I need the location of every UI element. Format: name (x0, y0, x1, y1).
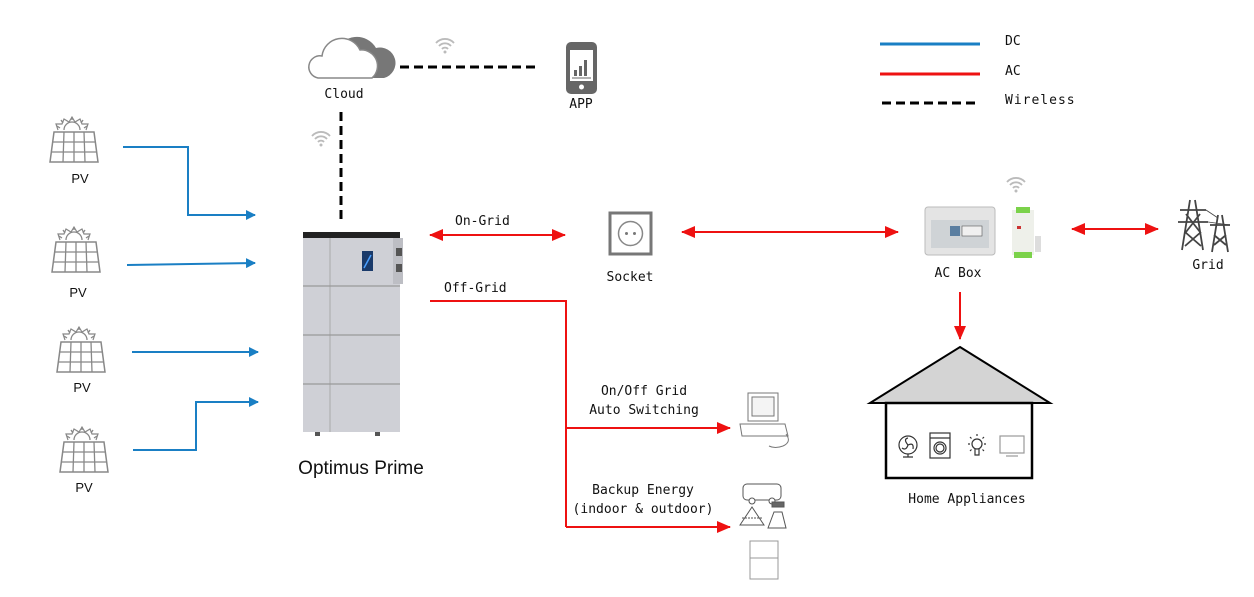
legend-wireless-label: Wireless (1005, 93, 1076, 108)
socket-icon (608, 211, 653, 256)
ac-box-icon (924, 206, 996, 256)
grid-label: Grid (1192, 258, 1224, 273)
backup-label-line1: Backup Energy (592, 483, 694, 498)
auto-switch-label-line1: On/Off Grid (600, 384, 688, 399)
pv-panel-icon-4 (59, 426, 109, 473)
washing-machine-icon (929, 432, 951, 459)
refrigerator-icon (749, 540, 779, 580)
wifi-icon-cloud-inverter (311, 131, 331, 148)
desktop-computer-icon (739, 392, 789, 448)
legend-dc-label: DC (1005, 34, 1021, 49)
home-appliances-label: Home Appliances (908, 492, 1026, 507)
cloud-label: Cloud (324, 87, 364, 102)
pv-panel-icon-3 (56, 326, 106, 373)
wifi-icon-meter (1006, 177, 1026, 194)
tv-monitor-icon (999, 435, 1025, 457)
inverter-label: Optimus Prime (298, 458, 424, 479)
cloud-icon (308, 36, 396, 79)
legend-ac-label: AC (1005, 64, 1021, 79)
dc-line-pv4 (133, 397, 259, 451)
wifi-icon-cloud-app (435, 38, 455, 55)
pv-label-3: PV (73, 380, 91, 395)
backup-label-line2: (indoor & outdoor) (572, 502, 714, 517)
phone-app-icon (566, 42, 597, 94)
house-icon (866, 345, 1054, 480)
pv-label-2: PV (69, 285, 87, 300)
camping-rv-icon (739, 483, 787, 529)
socket-label: Socket (606, 270, 654, 285)
auto-switch-label-line2: Auto Switching (589, 403, 699, 418)
pv-label-1: PV (71, 171, 89, 186)
inverter-battery-stack-icon (303, 232, 403, 436)
app-label: APP (569, 97, 593, 112)
on-grid-label: On-Grid (455, 214, 510, 229)
dc-line-pv2 (126, 258, 256, 269)
fan-icon (898, 435, 918, 458)
ac-link-off-grid (430, 300, 567, 527)
pv-label-4: PV (75, 480, 93, 495)
dc-line-pv1 (123, 146, 256, 220)
pv-panel-icon-2 (51, 226, 101, 273)
off-grid-label: Off-Grid (444, 281, 507, 296)
ac-box-label: AC Box (934, 266, 982, 281)
light-bulb-icon (968, 434, 986, 456)
power-grid-tower-icon (1178, 199, 1231, 253)
smart-meter-icon (1012, 207, 1041, 258)
pv-panel-icon-1 (49, 116, 99, 163)
